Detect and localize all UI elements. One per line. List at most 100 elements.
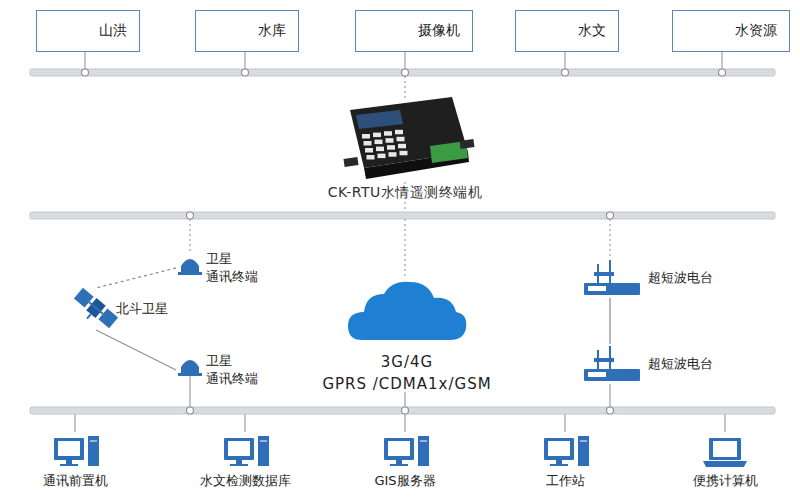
shape xyxy=(404,52,405,69)
keypad-key xyxy=(364,141,372,146)
shape xyxy=(187,212,194,219)
shape xyxy=(404,392,405,407)
shape xyxy=(30,69,775,76)
keypad-key xyxy=(367,155,375,160)
link-line xyxy=(96,330,176,370)
shape xyxy=(564,52,565,69)
computer: 通讯前置机 xyxy=(43,432,108,490)
shape xyxy=(244,52,245,69)
shape xyxy=(562,69,569,76)
node-text: 摄像机 xyxy=(418,22,460,40)
node-text: 卫星 通讯终端 xyxy=(206,352,262,387)
shape xyxy=(224,438,254,460)
keypad-key xyxy=(384,131,392,136)
shape xyxy=(609,260,611,283)
satellite-icon xyxy=(69,287,118,333)
shape xyxy=(402,407,409,414)
shape xyxy=(418,436,429,466)
node-text: 通讯前置机 xyxy=(43,472,108,490)
radio-station: 超短波电台 xyxy=(580,258,713,298)
shape xyxy=(588,372,606,377)
shape xyxy=(86,298,105,318)
shape xyxy=(60,464,78,466)
station-box: 水文 xyxy=(515,10,619,52)
shape xyxy=(189,376,190,407)
shape xyxy=(609,219,610,258)
shape xyxy=(724,414,725,432)
shape xyxy=(578,436,589,466)
bus-bars xyxy=(30,69,775,414)
node-text: 工作站 xyxy=(546,472,585,490)
shape xyxy=(178,373,202,376)
shape xyxy=(89,302,103,314)
keypad-key xyxy=(365,148,373,153)
keypad-key xyxy=(375,140,383,145)
shape xyxy=(548,441,570,456)
shape xyxy=(384,438,414,460)
keypad-key xyxy=(376,147,384,152)
shape xyxy=(556,460,562,464)
shape xyxy=(564,414,565,432)
shape xyxy=(90,441,97,442)
keypad-key xyxy=(386,138,394,143)
shape xyxy=(719,69,726,76)
shape xyxy=(390,464,408,466)
shape xyxy=(609,346,611,369)
shape xyxy=(344,157,359,167)
node-text: 3G/4G xyxy=(322,352,491,374)
shape xyxy=(181,259,199,272)
shape xyxy=(584,283,640,295)
shape xyxy=(544,438,574,460)
node-text: 水文检测数据库 xyxy=(200,472,291,490)
node-text: 超短波电台 xyxy=(648,355,713,373)
shape xyxy=(609,384,610,407)
shape xyxy=(84,52,85,69)
satellite: 北斗卫星 xyxy=(70,288,168,330)
rtu-label: CK-RTU水情遥测终端机 xyxy=(328,184,483,202)
shape xyxy=(258,436,269,466)
node-text: 便携计算机 xyxy=(693,472,758,490)
cloud-icon xyxy=(348,282,466,340)
keypad-key xyxy=(400,151,408,156)
wires xyxy=(75,52,725,432)
satellite-terminal: 卫星 通讯终端 xyxy=(176,248,262,288)
computer: GIS服务器 xyxy=(374,432,435,490)
node-text: 北斗卫星 xyxy=(116,300,168,318)
node-text: 水文 xyxy=(578,22,606,40)
node-text: GPRS /CDMA1x/GSM xyxy=(322,374,491,396)
joint-dots xyxy=(82,69,726,414)
node-text: CK-RTU水情遥测终端机 xyxy=(328,184,483,202)
keypad-key xyxy=(373,133,381,138)
keypad-key xyxy=(398,144,406,149)
shape xyxy=(230,464,248,466)
shape xyxy=(181,360,199,373)
shape xyxy=(30,407,775,414)
computer-icons xyxy=(54,436,747,467)
shape xyxy=(550,464,568,466)
keypad-key xyxy=(378,154,386,159)
shape xyxy=(178,272,202,275)
shape xyxy=(30,212,775,219)
shape xyxy=(66,460,72,464)
shape xyxy=(236,460,242,464)
shape xyxy=(713,441,737,457)
shape xyxy=(588,286,606,291)
network-cloud: 3G/4GGPRS /CDMA1x/GSM xyxy=(322,280,491,396)
shape xyxy=(242,69,249,76)
computer: 工作站 xyxy=(546,432,585,490)
shape xyxy=(402,69,409,76)
link-line xyxy=(96,268,176,288)
node-text: GIS服务器 xyxy=(374,472,435,490)
link-line xyxy=(609,298,610,344)
shape xyxy=(703,461,747,467)
shape xyxy=(594,272,614,276)
shape xyxy=(460,139,475,149)
shape xyxy=(260,441,267,442)
radio-icons xyxy=(584,260,640,381)
shape xyxy=(721,52,722,69)
station-box: 水库 xyxy=(195,10,299,52)
node-text: 卫星 通讯终端 xyxy=(206,250,262,285)
